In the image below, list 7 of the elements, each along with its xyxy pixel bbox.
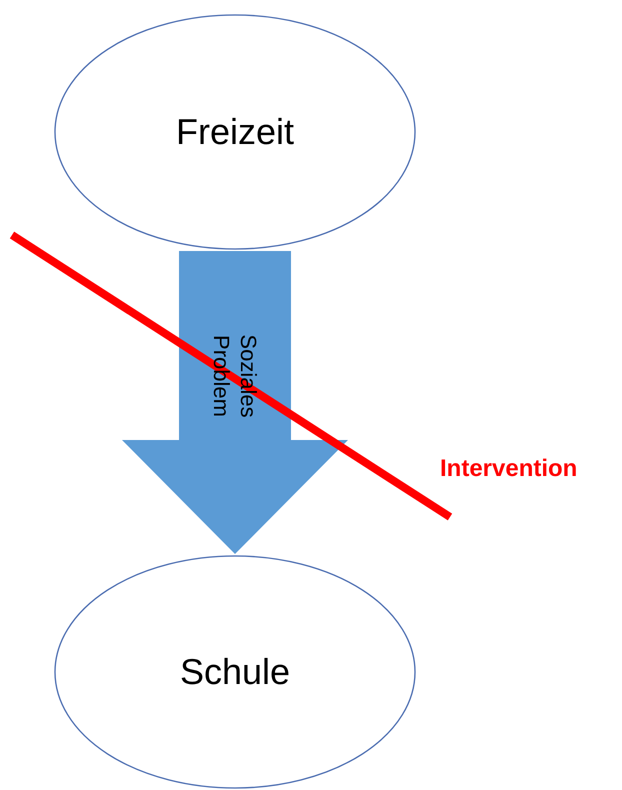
ellipse-node xyxy=(54,555,416,789)
ellipse-node xyxy=(54,14,416,250)
block-arrow xyxy=(122,251,348,554)
node-label: Schule xyxy=(180,651,290,693)
node-label: Freizeit xyxy=(176,111,294,153)
edge-label: Soziales Problem xyxy=(208,333,262,420)
intervention-label: Intervention xyxy=(440,455,578,483)
